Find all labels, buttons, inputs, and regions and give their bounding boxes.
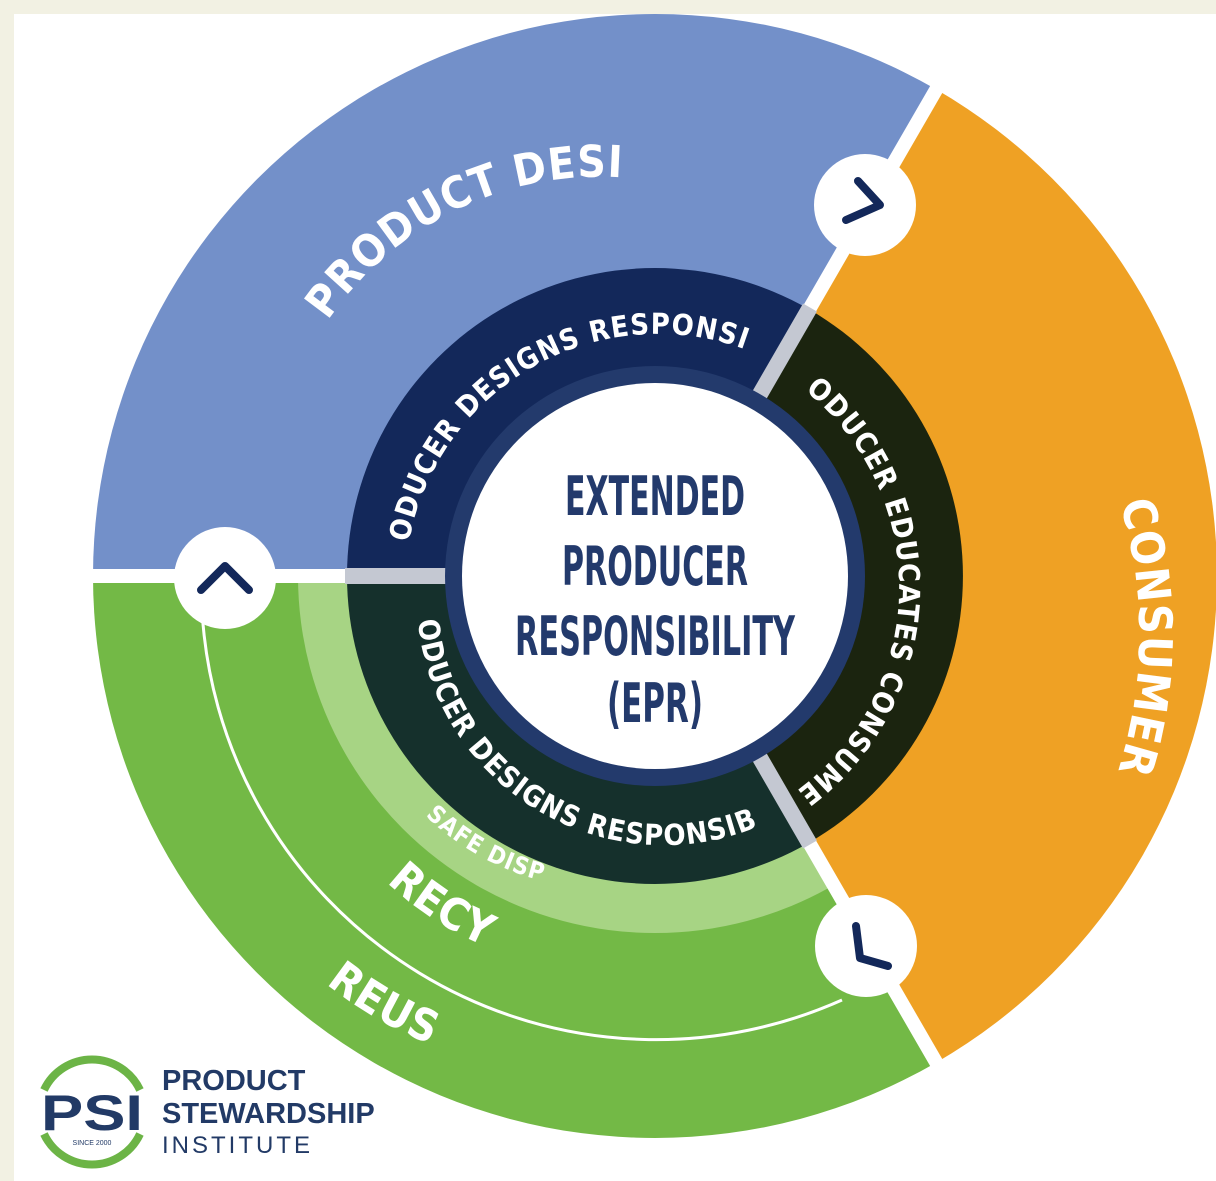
arrow-up-icon [174, 527, 276, 629]
logo-line3: INSTITUTE [162, 1132, 313, 1159]
arrow-right-icon [814, 154, 916, 256]
center-title-line3: RESPONSIBILITY [515, 605, 796, 668]
logo-since: SINCE 2000 [73, 1140, 112, 1147]
center-title-line2: PRODUCER [562, 535, 748, 598]
logo-badge [37, 1057, 147, 1167]
logo-ring-top [40, 1055, 144, 1092]
center-title: EXTENDED PRODUCER RESPONSIBILITY (EPR) [515, 465, 796, 735]
logo-line1: PRODUCT [162, 1065, 306, 1097]
logo-ring-bottom [40, 1132, 144, 1169]
logo-mark: PSI [41, 1085, 143, 1141]
center-title-line1: EXTENDED [565, 465, 745, 528]
center-disc [462, 383, 848, 769]
logo-line2: STEWARDSHIP [162, 1098, 375, 1130]
arrow-down-right-icon [815, 895, 917, 997]
center-title-line4: (EPR) [607, 672, 703, 735]
psi-logo: PSI SINCE 2000 PRODUCT STEWARDSHIP INSTI… [37, 1055, 375, 1169]
recycle-reuse-divider [200, 609, 843, 1042]
